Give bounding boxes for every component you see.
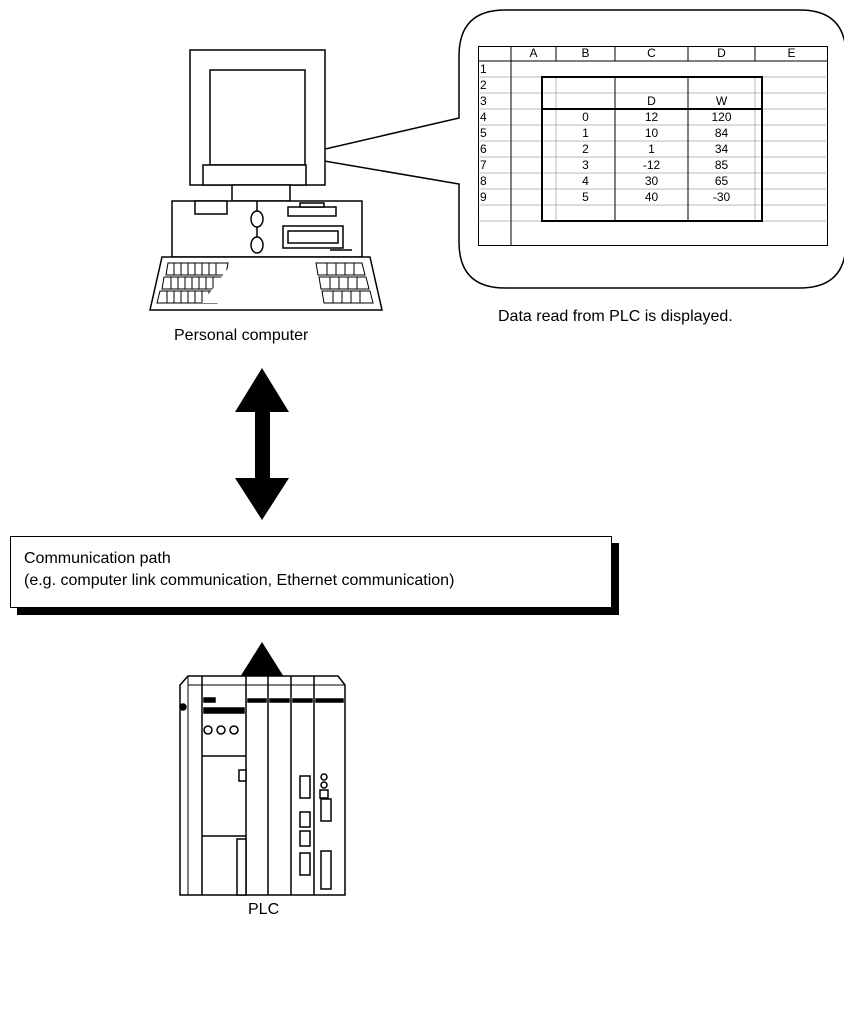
plc-icon: [179, 675, 346, 896]
plc-label: PLC: [248, 901, 280, 918]
col-header: C: [647, 46, 656, 60]
row-header: 9: [480, 190, 487, 204]
table-cell: -12: [642, 158, 661, 172]
table-cell: 12: [644, 110, 659, 124]
row-header: 4: [480, 110, 487, 124]
table-cell: 1: [582, 126, 589, 140]
table-cell: 85: [714, 158, 729, 172]
personal-computer-label: Personal computer: [174, 327, 309, 344]
table-cell: 3: [582, 158, 589, 172]
table-cell: 65: [714, 174, 729, 188]
table-cell: 40: [644, 190, 659, 204]
table-cell: 2: [582, 142, 589, 156]
table-cell: 0: [582, 110, 589, 124]
table-header-cell: D: [647, 94, 656, 108]
col-header: A: [529, 46, 538, 60]
table-cell: 84: [714, 126, 729, 140]
double-arrow-upper: [235, 368, 289, 520]
communication-path-title: Communication path: [24, 550, 171, 567]
table-cell: 1: [648, 142, 655, 156]
communication-path-box: Communication path (e.g. computer link c…: [10, 536, 612, 608]
table-cell: 10: [644, 126, 659, 140]
row-header: 3: [480, 94, 487, 108]
row-header: 8: [480, 174, 487, 188]
table-cell: 5: [582, 190, 589, 204]
col-header: B: [581, 46, 590, 60]
row-header: 5: [480, 126, 487, 140]
row-header: 1: [480, 62, 487, 76]
spreadsheet-grid: [478, 46, 828, 246]
table-cell: 34: [714, 142, 729, 156]
row-header: 7: [480, 158, 487, 172]
row-header: 2: [480, 78, 487, 92]
callout-bubble: [294, 9, 844, 289]
callout-caption: Data read from PLC is displayed.: [498, 308, 733, 325]
communication-path-examples: (e.g. computer link communication, Ether…: [24, 572, 455, 589]
table-header-cell: W: [715, 94, 728, 108]
table-cell: 120: [711, 110, 732, 124]
row-header: 6: [480, 142, 487, 156]
table-cell: 4: [582, 174, 589, 188]
table-cell: -30: [712, 190, 731, 204]
col-header: D: [717, 46, 726, 60]
col-header: E: [787, 46, 796, 60]
table-cell: 30: [644, 174, 659, 188]
personal-computer-icon: [149, 49, 383, 311]
